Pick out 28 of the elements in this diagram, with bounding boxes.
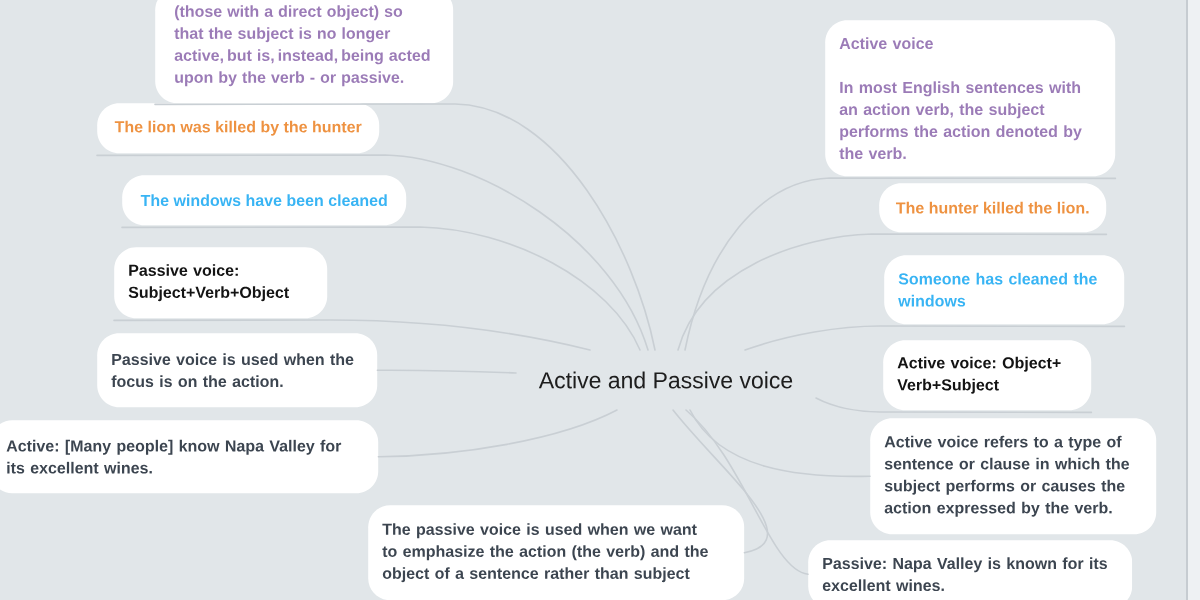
topic-box: Active voice In most English sentences with an action verb, the subject performs the action denoted by the verb. <box>825 20 1116 177</box>
branch-line <box>677 233 1108 351</box>
topic-box: Passive voice: Subject+Verb+Object <box>114 247 328 319</box>
branch-line <box>377 409 618 458</box>
topic-box: Active: [Many people] know Napa Valley for its excellent wines. <box>0 420 379 494</box>
topic-box: Someone has cleaned the windows <box>884 255 1125 325</box>
topic-box: The lion was killed by the hunter <box>97 103 380 154</box>
topic-box: The passive voice is used when we want to emphasize the action (the verb) and the object of a sentence rather than subject <box>368 505 745 600</box>
branch-line <box>684 177 1117 351</box>
branch-line <box>815 397 1093 414</box>
topic-box: The windows have been cleaned <box>122 175 407 226</box>
branch-line <box>685 409 809 575</box>
branch-line <box>113 319 591 351</box>
topic-box: (those with a direct object) so that the subject is no longer active, but is, instead, being acted upon by the verb - or passive. <box>155 0 454 104</box>
branch-line <box>672 409 769 554</box>
branch-line <box>744 325 1126 351</box>
branch-line <box>376 369 517 374</box>
topic-box: The hunter killed the lion. <box>879 183 1107 233</box>
branch-line <box>121 226 641 351</box>
branch-line <box>154 103 656 351</box>
topic-box: Passive voice is used when the focus is on the action. <box>97 333 378 408</box>
node-label: (those with a direct object) so that the subject is no longer active, but is, instead, being acted upon by the verb - or passive. <box>174 5 430 87</box>
topic-box: Active voice refers to a type of sentence or clause in which the subject performs or causes the action expressed by the verb. <box>870 418 1157 535</box>
branch-line <box>96 154 649 351</box>
topic-box: Active voice: Object+ Verb+Subject <box>883 340 1092 411</box>
branch-line <box>689 409 871 478</box>
topic-box: Passive: Napa Valley is known for its excellent wines. <box>808 540 1133 600</box>
central-topic: Active and Passive voice <box>538 371 793 389</box>
